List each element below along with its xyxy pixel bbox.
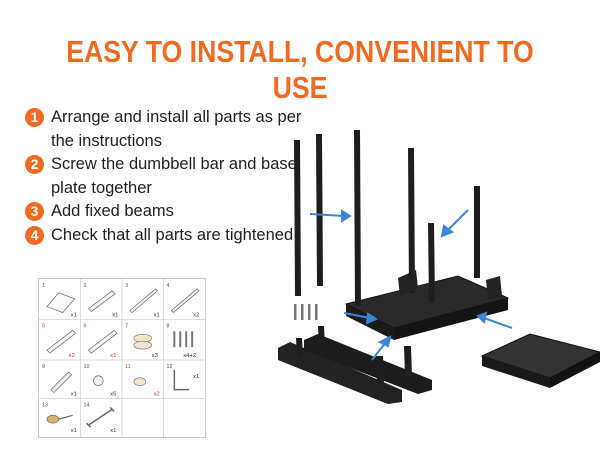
step-text: Check that all parts are tightened xyxy=(51,225,294,244)
sled-runner xyxy=(398,270,418,296)
step-number-badge: 1 xyxy=(25,108,44,127)
part-qty: x1 xyxy=(71,428,77,434)
part-qty: x1 xyxy=(71,392,77,398)
parts-grid: 1 x1 2 x1 3 x1 4 x2 5 x2 6 x1 7 x3 8 x4+… xyxy=(39,279,205,437)
part-qty: x1 xyxy=(193,374,199,380)
arrow-icon xyxy=(440,209,469,238)
sled-drawing xyxy=(278,130,600,404)
bolt-icon xyxy=(50,371,73,394)
part-qty: x3 xyxy=(152,353,159,359)
part-index: 9 xyxy=(42,364,45,370)
part-qty: x1 xyxy=(71,313,77,319)
part-index: 2 xyxy=(83,283,86,289)
base-plate-icon xyxy=(46,292,76,313)
part-index: 14 xyxy=(83,402,89,408)
sled-runner xyxy=(486,276,502,300)
part-index: 13 xyxy=(42,402,48,408)
washer-icon xyxy=(133,377,147,386)
lower-beam xyxy=(278,342,402,404)
bar-icon xyxy=(129,288,159,314)
loose-bar xyxy=(316,134,323,286)
step-4: 4 Check that all parts are tightened xyxy=(25,224,315,248)
screws xyxy=(294,304,318,320)
side-beam-icon xyxy=(46,329,77,354)
loose-plate xyxy=(482,356,550,388)
wrench-icon xyxy=(85,406,115,428)
sled-post xyxy=(408,148,415,293)
hex-key-icon xyxy=(173,369,190,391)
arrow-icon xyxy=(309,209,352,223)
beam-icon xyxy=(87,290,116,313)
sled-base-plate xyxy=(394,298,508,340)
bar-icon xyxy=(170,288,200,314)
end-cap-icon xyxy=(133,340,152,350)
step-number-badge: 4 xyxy=(25,225,44,245)
sled-post xyxy=(428,223,435,303)
part-qty: x4+2 xyxy=(183,353,196,359)
part-qty: x1 xyxy=(154,313,160,319)
part-index: 1 xyxy=(42,283,45,289)
part-index: 4 xyxy=(166,283,169,289)
step-number-badge: 3 xyxy=(25,202,44,221)
part-qty: x1 xyxy=(112,313,118,319)
step-2: 2 Screw the dumbbell bar and base plate … xyxy=(25,153,315,200)
side-beam-icon xyxy=(87,329,118,354)
tool-icon xyxy=(46,414,73,424)
nut-icon xyxy=(93,375,104,386)
part-index: 10 xyxy=(83,364,89,370)
lower-beam xyxy=(304,334,432,394)
install-steps: 1 Arrange and install all parts as per t… xyxy=(25,106,315,247)
part-qty: x2 xyxy=(193,313,199,319)
part-index: 11 xyxy=(125,364,131,370)
part-index: 12 xyxy=(166,364,172,370)
step-1: 1 Arrange and install all parts as per t… xyxy=(25,106,315,153)
arrow-icon xyxy=(476,311,513,329)
part-qty: x1 xyxy=(110,353,116,359)
step-text: Screw the dumbbell bar and base plate to… xyxy=(51,155,297,197)
arrow-icon xyxy=(343,312,379,325)
part-qty: x2 xyxy=(154,392,160,398)
lower-beam-post xyxy=(376,356,384,384)
part-qty: x5 xyxy=(110,392,117,398)
lower-beam-post xyxy=(404,346,412,376)
parts-list: 1 x1 2 x1 3 x1 4 x2 5 x2 6 x1 7 x3 8 x4+… xyxy=(38,278,206,438)
part-index: 6 xyxy=(83,323,86,329)
part-index: 8 xyxy=(166,323,169,329)
part-index: 7 xyxy=(125,323,128,329)
step-number-badge: 2 xyxy=(25,155,44,174)
part-index: 3 xyxy=(125,283,128,289)
arrow-icon xyxy=(371,335,392,361)
sled-post xyxy=(474,186,480,278)
part-qty: x2 xyxy=(69,353,75,359)
loose-plate xyxy=(480,333,600,379)
headline: EASY TO INSTALL, CONVENIENT TO USE xyxy=(66,34,534,105)
step-text: Arrange and install all parts as per the… xyxy=(51,108,302,150)
sled-post xyxy=(354,130,361,306)
loose-bar xyxy=(294,140,301,296)
step-text: Add fixed beams xyxy=(51,202,174,220)
lower-beam-post xyxy=(296,338,303,358)
part-index: 5 xyxy=(42,323,45,329)
assembly-illustration xyxy=(268,128,600,418)
screw-icon xyxy=(173,331,194,348)
step-3: 3 Add fixed beams xyxy=(25,200,315,224)
lower-beam-post xyxy=(318,326,325,348)
loose-plate xyxy=(550,352,600,388)
part-qty: x1 xyxy=(110,428,116,434)
